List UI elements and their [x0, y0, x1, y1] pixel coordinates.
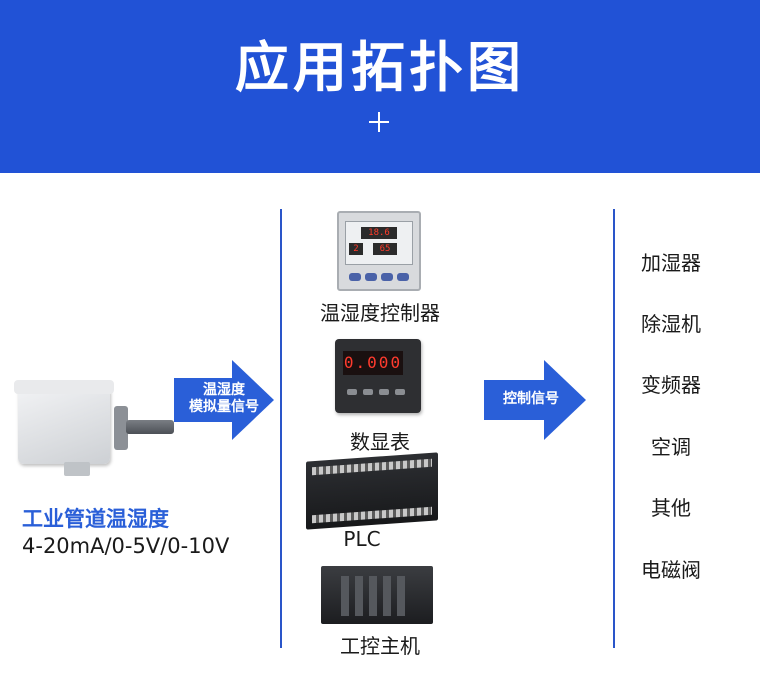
arrow-label-line1: 温湿度 — [203, 382, 245, 398]
device-label-ipc: 工控主机 — [340, 634, 420, 658]
output-item-air-conditioner: 空调 — [651, 435, 691, 459]
controller-temp-readout: 18.6 — [361, 227, 397, 239]
sensor-spec: 4-20mA/0-5V/0-10V — [22, 534, 230, 558]
duct-sensor-image — [14, 380, 174, 476]
device-label-controller: 温湿度控制器 — [320, 301, 440, 325]
device-label-plc: PLC — [343, 527, 381, 551]
controller-image: 18.6 2 65 — [337, 211, 421, 291]
output-item-humidifier: 加湿器 — [641, 251, 701, 275]
meter-readout: 0.000 — [343, 351, 403, 375]
industrial-pc-image — [321, 566, 433, 624]
controller-humidity-readout: 65 — [373, 243, 397, 255]
plc-image — [306, 452, 438, 530]
header-banner: 应用拓扑图 — [0, 0, 760, 173]
analog-signal-arrow: 温湿度 模拟量信号 — [174, 360, 274, 440]
digital-meter-image: 0.000 — [335, 339, 421, 413]
plus-icon — [369, 112, 389, 132]
output-item-dehumidifier: 除湿机 — [641, 312, 701, 336]
arrow-label-control: 控制信号 — [503, 391, 559, 407]
arrow-right-icon — [544, 360, 586, 440]
page-title: 应用拓扑图 — [235, 36, 525, 99]
output-item-other: 其他 — [651, 496, 691, 520]
output-item-solenoid-valve: 电磁阀 — [641, 558, 701, 582]
right-divider — [613, 209, 615, 648]
device-label-meter: 数显表 — [350, 430, 410, 454]
control-signal-arrow: 控制信号 — [484, 360, 588, 440]
sensor-name: 工业管道温湿度 — [22, 507, 169, 531]
output-item-inverter: 变频器 — [641, 373, 701, 397]
controller-channel-readout: 2 — [349, 243, 363, 255]
left-divider — [280, 209, 282, 648]
arrow-label-line2: 模拟量信号 — [189, 399, 259, 415]
arrow-right-icon — [232, 360, 274, 440]
